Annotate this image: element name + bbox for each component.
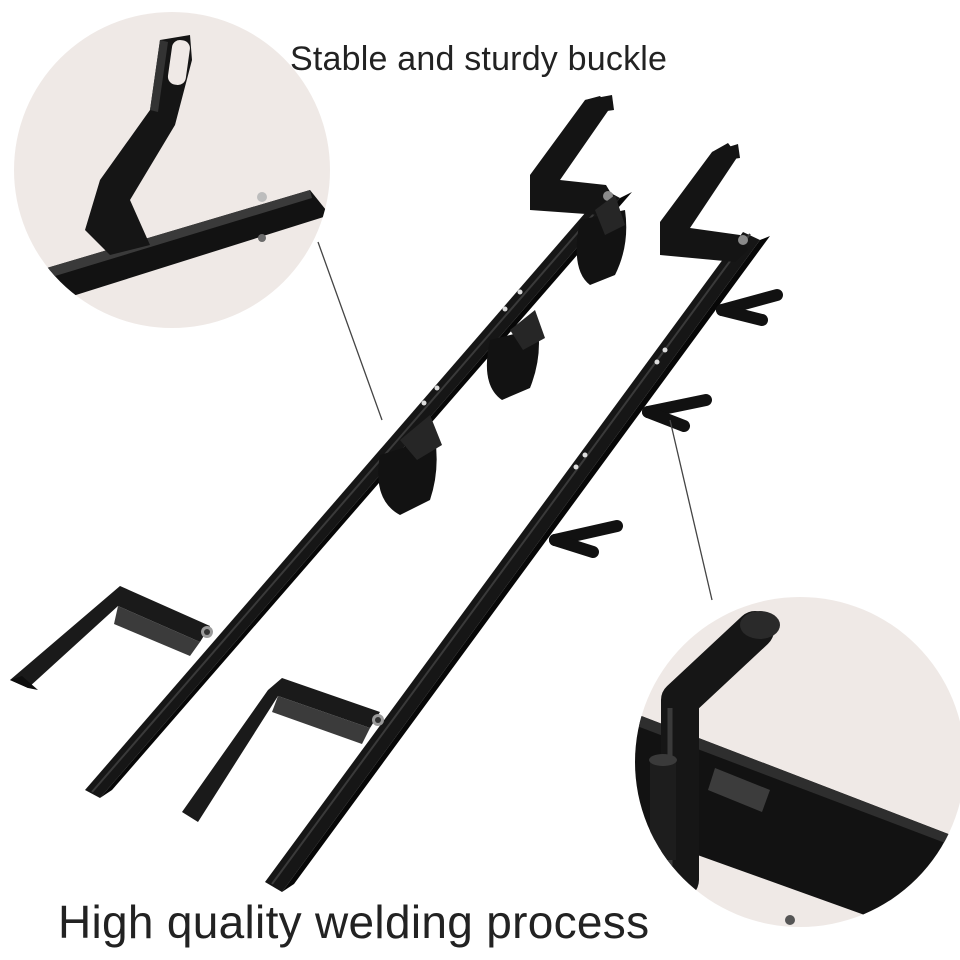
- caption-welding-process: High quality welding process: [58, 896, 650, 948]
- inset-weld-closeup: [635, 597, 960, 927]
- inset-buckle-closeup: [14, 12, 330, 328]
- hook: [549, 520, 623, 558]
- caption-stable-buckle: Stable and sturdy buckle: [290, 40, 668, 78]
- top-bracket: [660, 143, 748, 262]
- top-bracket: [530, 95, 615, 215]
- cradle: [576, 195, 627, 285]
- cradle: [378, 415, 442, 515]
- bottom-bracket: [182, 678, 384, 822]
- hook: [716, 289, 783, 326]
- bottom-bracket: [10, 586, 213, 690]
- bar-holes: [573, 347, 668, 470]
- rack-with-hooks: [182, 143, 783, 892]
- leader-line-top: [317, 241, 383, 421]
- rack-bar: [265, 232, 760, 892]
- hook: [642, 394, 712, 432]
- leader-line-bottom: [669, 419, 713, 601]
- rack-with-cradles: [10, 95, 632, 798]
- bar-holes: [421, 289, 523, 406]
- cradle: [486, 310, 545, 400]
